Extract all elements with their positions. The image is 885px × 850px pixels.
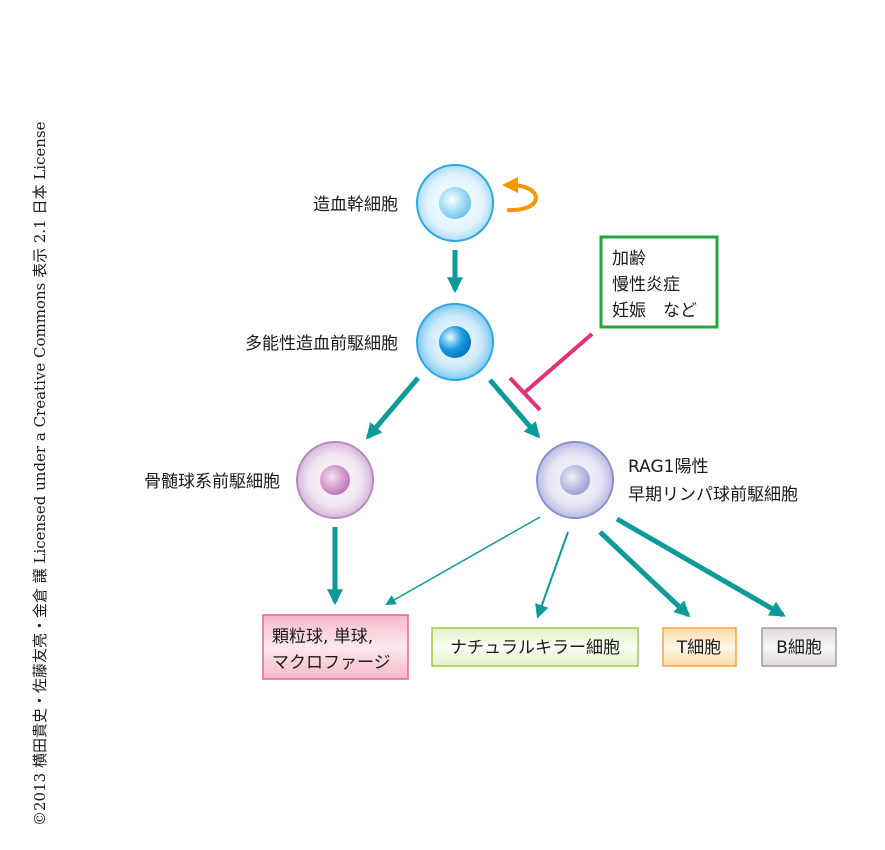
factor-inflammation: 慢性炎症 bbox=[612, 274, 680, 295]
factor-aging: 加齢 bbox=[612, 249, 646, 269]
myeloid-cells-line1: 顆粒球, 単球, bbox=[272, 627, 373, 647]
label-hsc: 造血幹細胞 bbox=[313, 194, 398, 215]
myeloid-cells-box bbox=[262, 614, 409, 680]
multipotent-progenitor-cell bbox=[416, 303, 494, 381]
self-renewal-arrow-icon bbox=[502, 177, 538, 213]
label-mpp: 多能性造血前駆細胞 bbox=[245, 334, 398, 354]
myeloid-cells-line2: マクロファージ bbox=[272, 653, 391, 673]
t-cell-box bbox=[662, 627, 737, 667]
b-cell-label: B細胞 bbox=[776, 638, 822, 658]
label-elp-line2: 早期リンパ球前駆細胞 bbox=[628, 485, 798, 505]
label-cmp: 骨髄球系前駆細胞 bbox=[144, 472, 280, 492]
t-cell-label: T細胞 bbox=[676, 638, 721, 658]
nk-cell-label: ナチュラルキラー細胞 bbox=[450, 638, 620, 658]
inhibition-marker bbox=[508, 332, 594, 412]
arrow-elp-b bbox=[615, 516, 786, 618]
differentiation-arrows bbox=[326, 250, 786, 619]
copyright-notice: ©2013 横田貴史・佐藤友亮・金倉 譲 Licensed under a Cr… bbox=[31, 121, 49, 826]
arrow-elp-myeloid bbox=[385, 516, 541, 606]
myeloid-progenitor-cell bbox=[296, 441, 374, 519]
hematopoietic-stem-cell bbox=[416, 164, 494, 242]
factor-pregnancy: 妊娠 など bbox=[612, 301, 697, 321]
arrow-mpp-cmp bbox=[365, 376, 420, 440]
arrow-mpp-elp bbox=[488, 378, 541, 439]
nk-cell-box bbox=[431, 627, 639, 667]
arrow-elp-nk bbox=[535, 531, 569, 619]
label-elp-line1: RAG1陽性 bbox=[628, 457, 708, 477]
early-lymphoid-progenitor-cell bbox=[536, 441, 614, 519]
factors-box bbox=[599, 235, 719, 329]
arrow-elp-t bbox=[598, 530, 691, 618]
b-cell-box bbox=[761, 627, 837, 667]
